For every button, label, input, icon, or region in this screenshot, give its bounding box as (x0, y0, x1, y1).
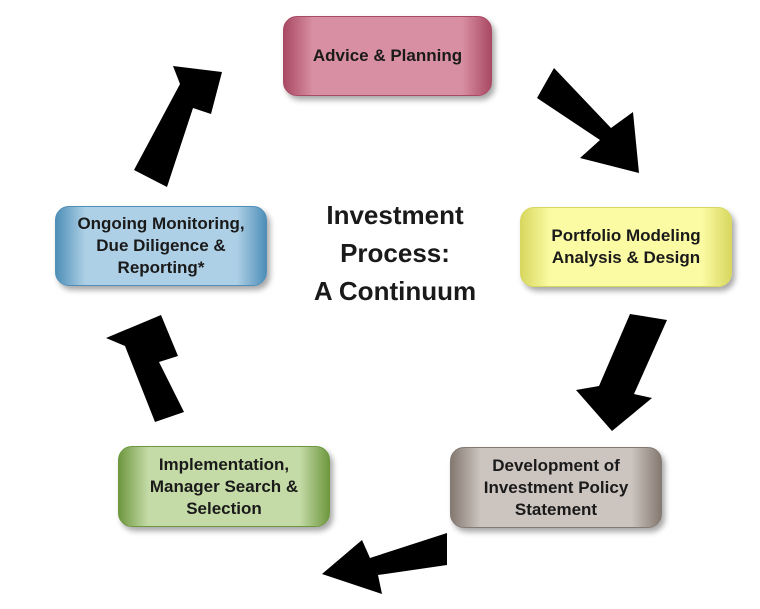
stage-portfolio-modeling: Portfolio Modeling Analysis & Design (520, 207, 732, 287)
arrow-monitoring-to-advice (134, 66, 222, 187)
arrow-implementation-to-monitoring (106, 315, 184, 422)
stage-portfolio-modeling-label: Portfolio Modeling Analysis & Design (551, 226, 701, 267)
arrow-portfolio-to-policy (576, 314, 667, 431)
stage-implementation-manager-search: Implementation, Manager Search & Selecti… (118, 446, 330, 527)
stage-advice-planning: Advice & Planning (283, 16, 492, 96)
arrow-policy-to-implementation (322, 533, 447, 594)
stage-advice-planning-label: Advice & Planning (312, 46, 463, 65)
stage-ongoing-monitoring: Ongoing Monitoring, Due Diligence & Repo… (55, 206, 267, 286)
center-title: Investment Process: A Continuum (313, 200, 477, 306)
stage-investment-policy-statement-label: Development of Investment Policy Stateme… (483, 455, 629, 519)
stage-investment-policy-statement: Development of Investment Policy Stateme… (450, 447, 662, 528)
stage-implementation-manager-search-label: Implementation, Manager Search & Selecti… (149, 454, 299, 518)
arrow-advice-to-portfolio (537, 68, 639, 173)
stage-ongoing-monitoring-label: Ongoing Monitoring, Due Diligence & Repo… (77, 214, 245, 277)
